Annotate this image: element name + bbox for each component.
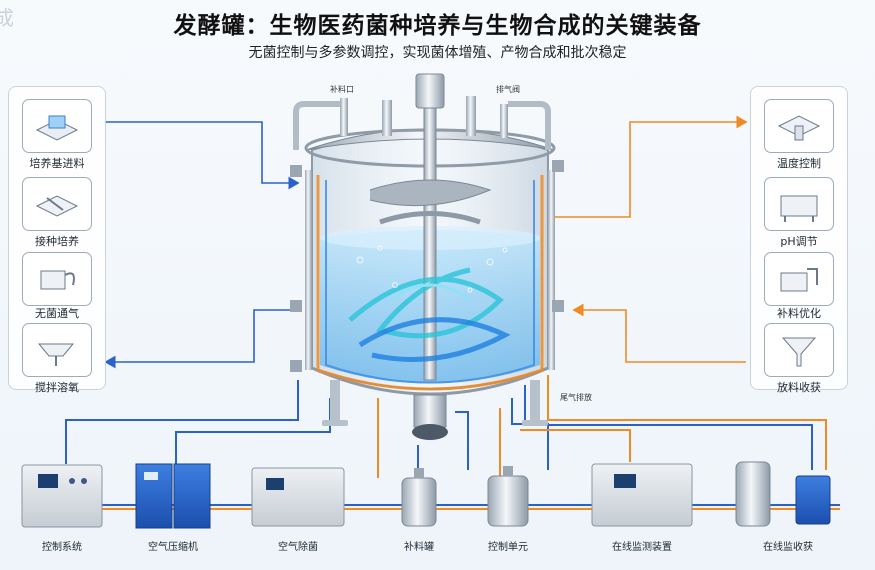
bottom-tag-label: 尾气排放 — [560, 393, 592, 402]
equipment-label-control-unit: 控制单元 — [488, 542, 528, 553]
card-inoculation-label: 接种培养 — [35, 235, 79, 248]
card-temperature-label: 温度控制 — [777, 157, 821, 170]
card-feeding[interactable] — [764, 252, 834, 306]
agitation-icon — [37, 343, 75, 366]
fermenter-tank — [290, 73, 564, 440]
card-harvest[interactable] — [764, 323, 834, 377]
exhaust-label: 排气阀 — [496, 85, 520, 94]
card-ph[interactable] — [764, 177, 834, 231]
card-ph-label: pH调节 — [780, 235, 818, 248]
equipment-label-air-sterilizer: 空气除菌 — [278, 542, 318, 553]
tank-legs — [322, 380, 548, 426]
equipment-label-control-system: 控制系统 — [42, 542, 82, 553]
feeding-icon — [780, 268, 818, 292]
aeration-icon — [40, 270, 75, 290]
harvest-funnel-icon — [781, 337, 817, 367]
equipment-online-harvest — [735, 461, 831, 527]
feed-port-label: 补料口 — [330, 85, 354, 94]
bottom-pipes — [65, 375, 840, 510]
ph-icon — [780, 195, 818, 222]
left-connection-lines — [104, 121, 300, 369]
corner-watermark: 成 — [0, 6, 14, 30]
card-aeration[interactable] — [22, 252, 92, 306]
equipment-label-online-monitor: 在线监测装置 — [612, 542, 672, 553]
bubbles — [356, 245, 508, 293]
equipment-label-air-compressor: 空气压缩机 — [148, 542, 198, 553]
card-temperature[interactable] — [764, 99, 834, 153]
equipment-online-monitor — [591, 463, 693, 527]
equipment-feed-tank — [401, 468, 437, 527]
equipment-label-online-harvest: 在线监收获 — [763, 542, 813, 553]
card-feeding-label: 补料优化 — [777, 307, 821, 320]
left-process-panel: 培养基进料 接种培养 无菌通气 搅拌溶氧 — [8, 86, 106, 394]
equipment-control-unit — [487, 466, 529, 527]
equipment-air-sterilizer — [251, 467, 345, 527]
card-feed-label: 培养基进料 — [29, 157, 85, 170]
equipment-label-feed-tank: 补料罐 — [404, 542, 434, 553]
inoculation-icon — [35, 195, 79, 217]
card-aeration-label: 无菌通气 — [35, 307, 79, 320]
page-subtitle: 无菌控制与多参数调控，实现菌体增殖、产物合成和批次稳定 — [248, 45, 627, 61]
right-connection-lines — [548, 115, 748, 363]
card-agitation-label: 搅拌溶氧 — [35, 381, 79, 394]
card-feed[interactable] — [22, 99, 92, 153]
equipment-air-compressor — [135, 463, 211, 529]
temperature-icon — [777, 115, 821, 141]
card-inoculation[interactable] — [22, 177, 92, 231]
right-process-panel: 温度控制 pH调节 补料优化 放料收获 — [750, 86, 848, 394]
page-title: 发酵罐：生物医药菌种培养与生物合成的关键装备 — [173, 13, 702, 39]
card-agitation[interactable] — [22, 323, 92, 377]
feed-tray-icon — [35, 115, 79, 141]
card-harvest-label: 放料收获 — [777, 381, 821, 394]
equipment-control-system — [21, 464, 103, 528]
